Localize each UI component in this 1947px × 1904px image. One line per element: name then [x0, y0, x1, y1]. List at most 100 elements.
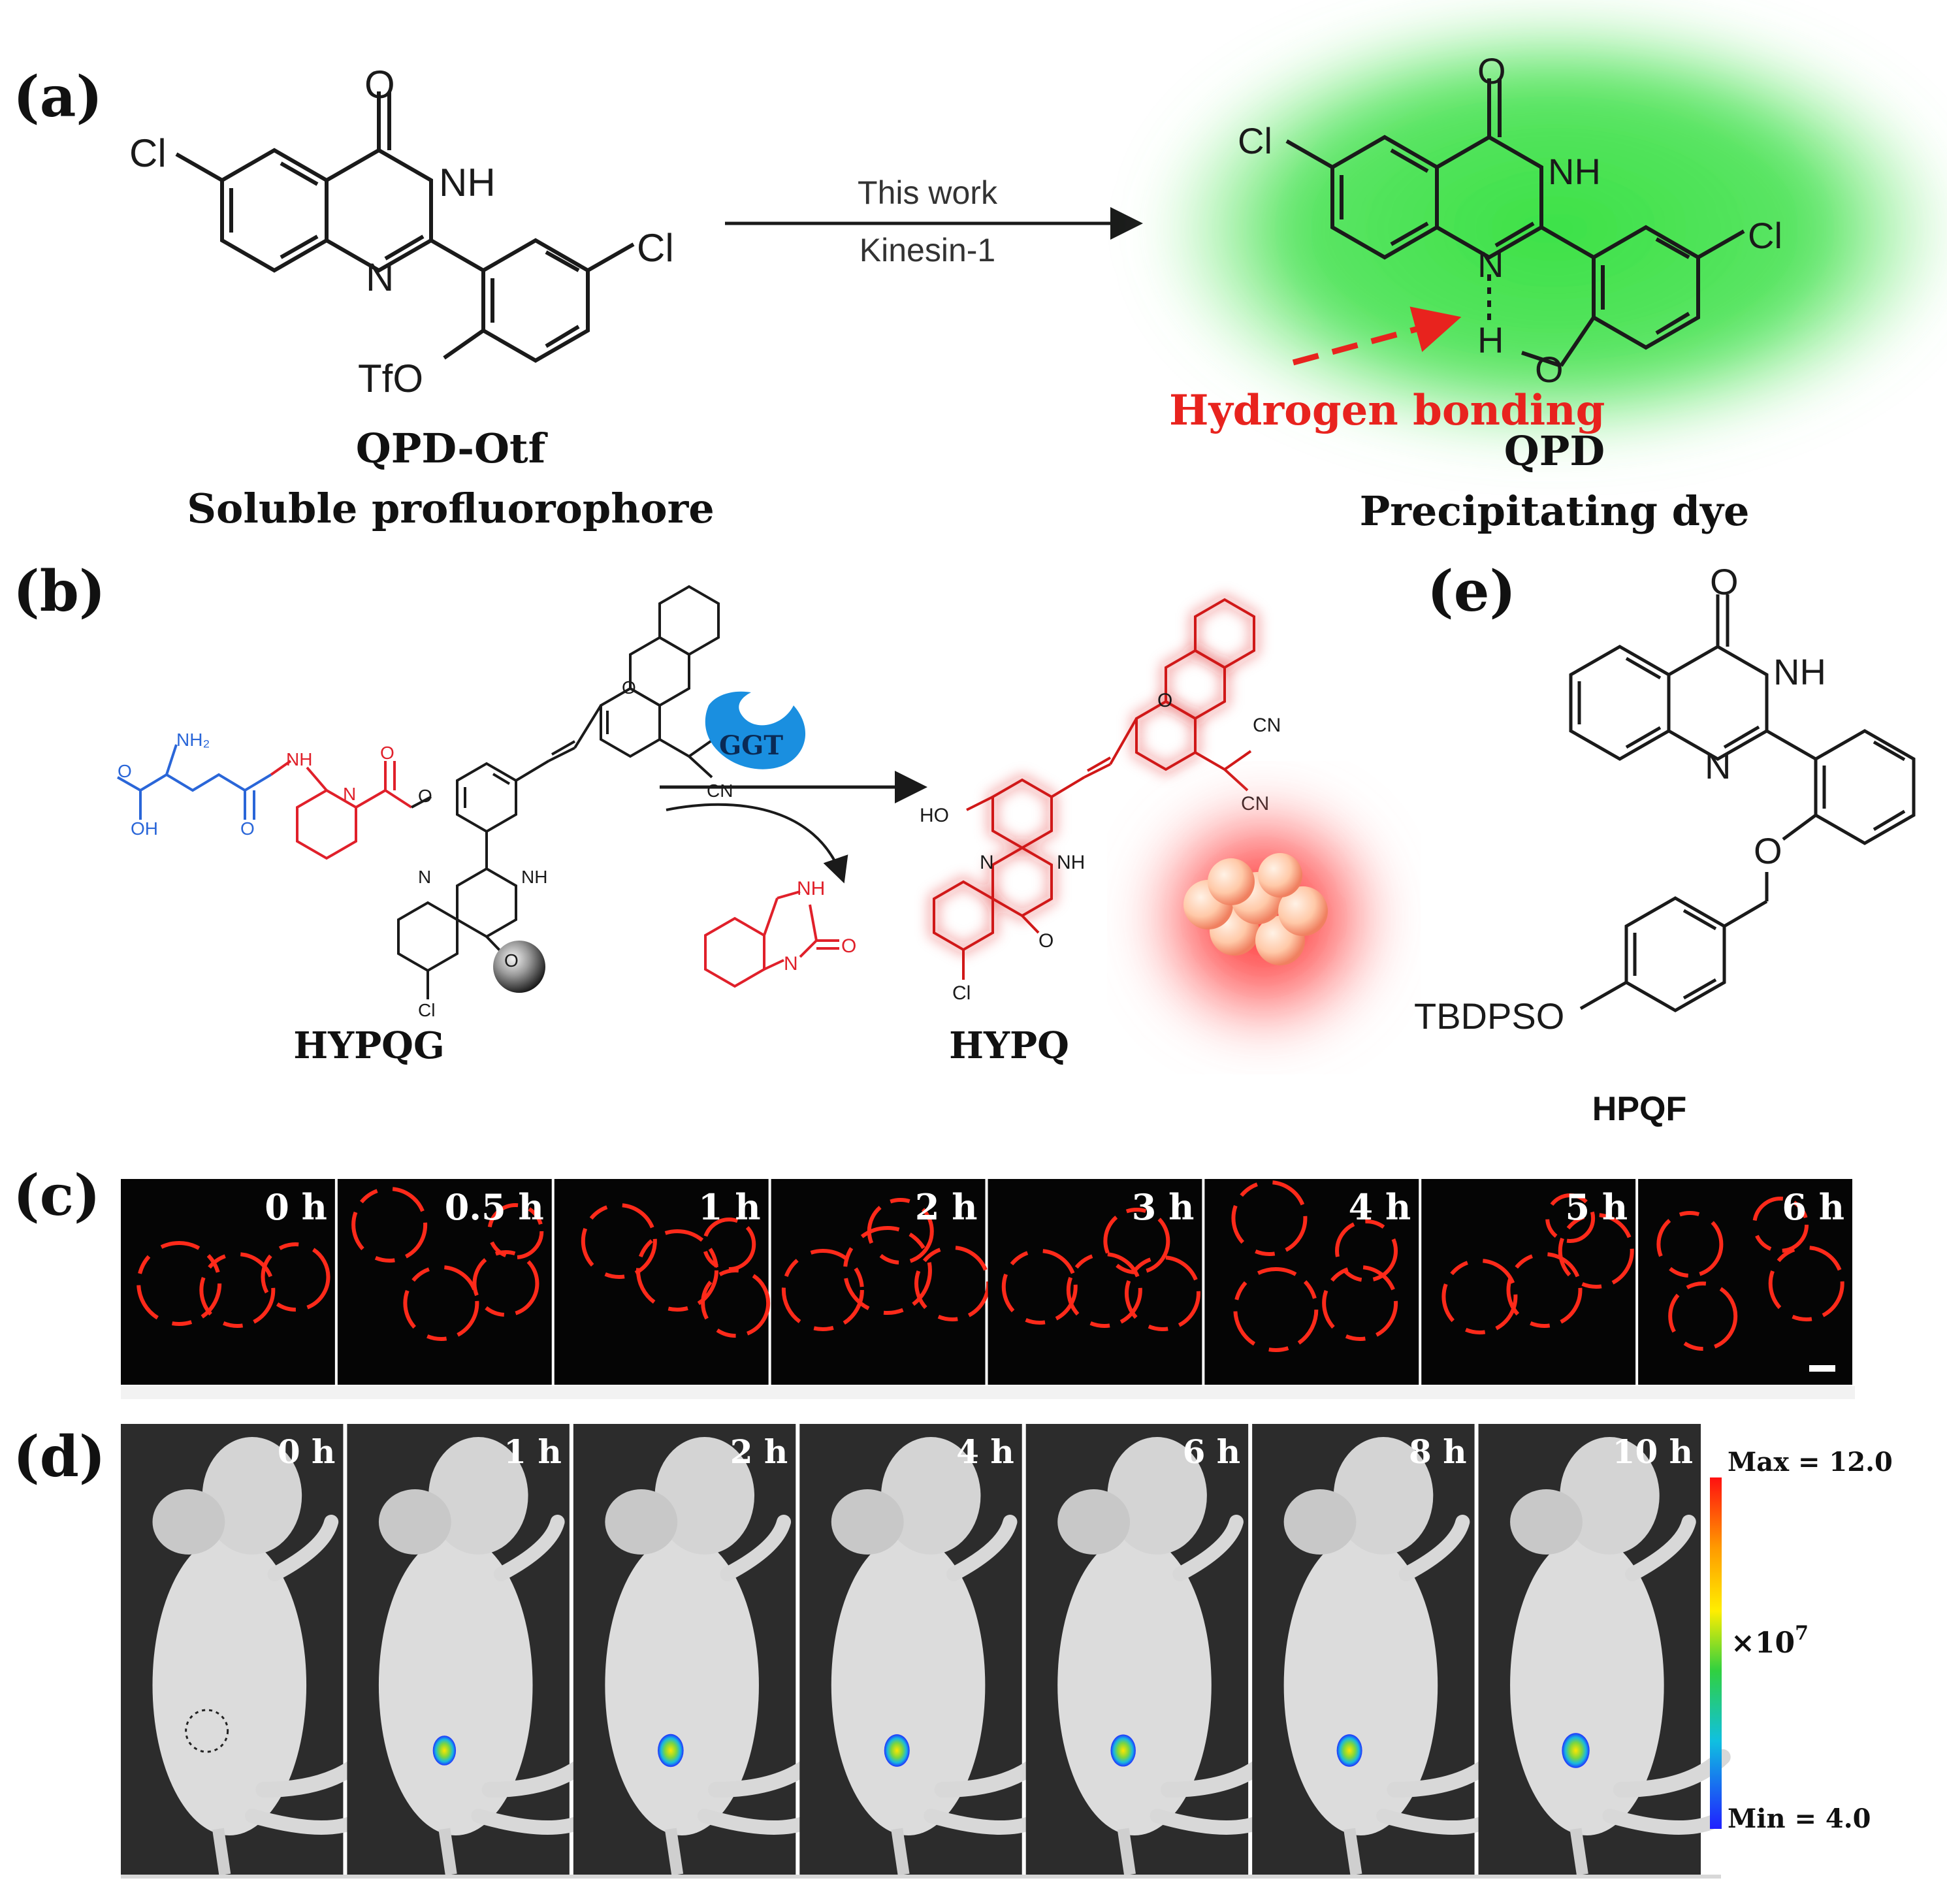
cell-membrane [199, 1252, 276, 1328]
atom-o: O [118, 761, 132, 781]
time-label: 1 h [698, 1186, 761, 1228]
cell-frame: 2 h [771, 1179, 991, 1385]
mouse-frame: 10 h [1478, 1424, 1731, 1876]
atom-n: N [418, 867, 431, 887]
cell-membrane [1752, 1197, 1809, 1253]
hpqf-name: HPQF [1592, 1090, 1686, 1128]
atom-nh: NH [1057, 852, 1085, 873]
colorbar-max-label: Max = 12.0 [1728, 1447, 1893, 1477]
qpd-structure [1285, 78, 1745, 368]
mouse-frame: 0 h [121, 1424, 374, 1876]
qpd-name: QPD [1504, 427, 1605, 475]
fluorescence-signal-spot [432, 1735, 457, 1766]
cell-membrane [1545, 1193, 1596, 1243]
time-label: 6 h [1782, 1186, 1844, 1228]
atom-cn: CN [1253, 715, 1281, 736]
colorbar-unit-label: ×107 [1731, 1622, 1809, 1660]
arrow-label-this-work: This work [858, 174, 998, 211]
atom-tbdpso: TBDPSO [1414, 995, 1564, 1037]
atom-nh: NH [521, 867, 547, 887]
intensity-colorbar [1710, 1477, 1722, 1829]
atom-cl: Cl [129, 131, 167, 175]
atom-o: O [1038, 930, 1054, 952]
green-fluorescence-glow [1150, 7, 1947, 451]
atom-o: O [1477, 50, 1506, 91]
fluorescence-signal-spot [884, 1734, 910, 1767]
cell-membrane [1322, 1265, 1398, 1341]
strip-edge [121, 1386, 1855, 1399]
atom-o: O [1710, 561, 1739, 602]
qpd-otf-description: Soluble profluorophore [187, 485, 714, 532]
cell-membrane [1506, 1252, 1583, 1328]
atom-ho: HO [920, 805, 949, 826]
cell-frame: 3 h [988, 1179, 1202, 1385]
cell-membrane [702, 1218, 756, 1271]
cell-frame: 1 h [554, 1179, 771, 1385]
qpd-otf-structure [175, 91, 635, 363]
atom-cl: Cl [418, 1000, 435, 1020]
cell-membrane [1233, 1267, 1319, 1352]
tumor-marker [185, 1709, 229, 1753]
ggt-enzyme-icon [705, 691, 806, 769]
atom-cl: Cl [1238, 120, 1272, 161]
cell-membrane [1124, 1255, 1200, 1331]
mouse-frame: 6 h [1025, 1424, 1278, 1876]
cell-membrane [1231, 1180, 1308, 1256]
atom-nh: NH [1548, 151, 1601, 192]
atom-n: N [366, 255, 394, 299]
mouse-frame: 4 h [799, 1424, 1052, 1876]
atom-o: O [1157, 690, 1172, 711]
hydrogen-bonding-label: Hydrogen bonding [1169, 386, 1605, 435]
time-label: 0 h [278, 1432, 336, 1471]
cell-membrane [1103, 1208, 1170, 1274]
aggregate-particles [1183, 853, 1328, 965]
fluorescence-signal-spot [1336, 1734, 1362, 1767]
panel-e-label: (e) [1427, 558, 1516, 624]
atom-n: N [343, 784, 356, 804]
byproduct-structure [704, 890, 839, 988]
cell-membrane [1335, 1219, 1398, 1282]
panel-a-label: (a) [13, 64, 103, 130]
cell-membrane [867, 1198, 934, 1265]
panel-a: (a) Cl O NH N [13, 7, 1947, 535]
hypq-bonds [933, 598, 1255, 980]
cell-frame: 0.5 h [337, 1179, 552, 1385]
strip-edge [121, 1875, 1721, 1879]
atom-nh: NH [439, 161, 496, 204]
atom-o: O [364, 63, 395, 106]
time-label: 5 h [1565, 1186, 1628, 1228]
panel-c-label: (c) [13, 1163, 101, 1229]
cell-frame: 0 h [121, 1179, 335, 1385]
time-label: 4 h [1349, 1186, 1411, 1228]
panel-b-label: (b) [13, 558, 106, 624]
time-label: 10 h [1613, 1432, 1693, 1471]
atom-oh: OH [131, 818, 158, 839]
cell-membrane [1001, 1249, 1078, 1325]
time-label: 1 h [504, 1432, 562, 1471]
atom-h: H [1477, 319, 1504, 361]
atom-o: O [622, 677, 636, 698]
qpd-otf-name: QPD-Otf [356, 425, 548, 472]
atom-cl: Cl [637, 226, 674, 270]
arrow-label-kinesin: Kinesin-1 [860, 232, 995, 268]
atom-nh: NH [286, 749, 312, 769]
time-label: 3 h [1132, 1186, 1195, 1228]
cell-frame: 4 h [1204, 1179, 1419, 1385]
cell-membrane [843, 1226, 932, 1315]
time-label: 2 h [915, 1186, 978, 1228]
hpqf-structure [1569, 594, 1916, 1012]
hydrogen-bond-arrow [1292, 306, 1462, 366]
ggt-label: GGT [719, 730, 783, 761]
atom-o: O [1754, 830, 1782, 871]
atom-n: N [784, 953, 798, 975]
atom-tfo: TfO [358, 357, 423, 400]
colorbar-min-label: Min = 4.0 [1728, 1803, 1871, 1834]
cell-membrane [581, 1203, 657, 1279]
mouse-frame: 1 h [347, 1424, 600, 1876]
fluorescence-signal-spot [1110, 1734, 1136, 1767]
cell-membrane [1768, 1246, 1844, 1321]
cell-membrane [781, 1249, 864, 1331]
time-label: 2 h [730, 1432, 788, 1471]
